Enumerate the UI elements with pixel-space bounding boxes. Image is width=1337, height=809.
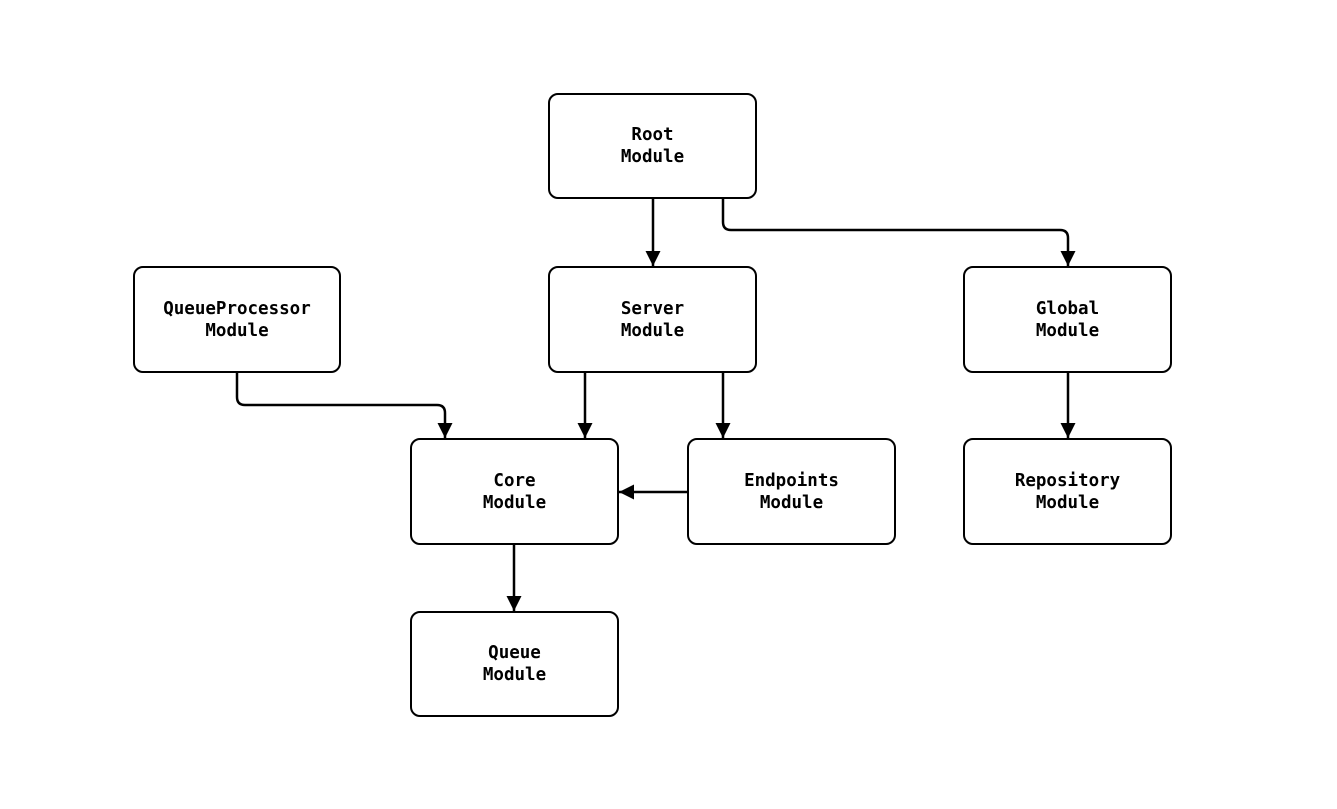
node-queueprocessor-module: QueueProcessor Module [133, 266, 341, 373]
edge-queueprocessor-to-core [235, 373, 453, 438]
node-global-module: Global Module [963, 266, 1172, 373]
node-repository-module-suffix: Module [1035, 492, 1100, 513]
node-server-module-suffix: Module [620, 320, 685, 341]
node-endpoints-module-name: Endpoints [744, 470, 839, 491]
node-global-module-suffix: Module [1035, 320, 1100, 341]
node-endpoints-module: Endpoints Module [687, 438, 896, 545]
node-queue-module-name: Queue [488, 643, 541, 663]
node-core-module-suffix: Module [482, 492, 547, 513]
node-repository-module-name: Repository [1014, 470, 1121, 491]
node-endpoints-module-suffix: Module [759, 492, 824, 513]
node-core-module-name: Core [493, 470, 536, 491]
node-server-module-name: Server [620, 298, 685, 319]
node-queueprocessor-module-suffix: Module [205, 320, 269, 341]
node-queue-module-suffix: Module [482, 665, 547, 685]
node-global-module-name: Global [1035, 298, 1100, 319]
edge-root-to-global [721, 199, 1076, 266]
node-root-module-suffix: Module [620, 147, 685, 167]
node-repository-module: Repository Module [963, 438, 1172, 545]
node-core-module: Core Module [410, 438, 619, 545]
node-queueprocessor-module-name: QueueProcessor [163, 298, 311, 319]
node-root-module: Root Module [548, 93, 757, 199]
node-root-module-name: Root [631, 125, 674, 145]
node-server-module: Server Module [548, 266, 757, 373]
node-queue-module: Queue Module [410, 611, 619, 717]
